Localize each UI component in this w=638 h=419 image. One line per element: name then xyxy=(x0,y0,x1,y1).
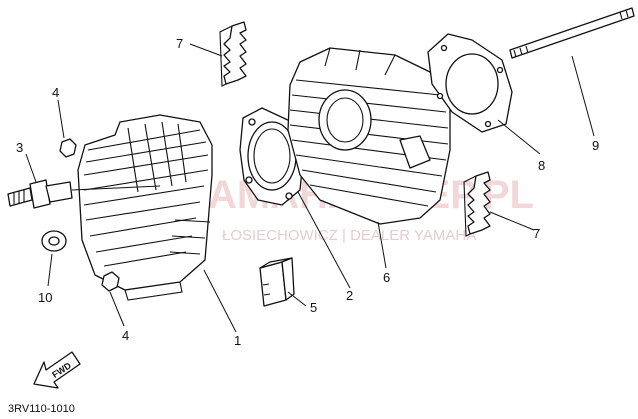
callout-6: 6 xyxy=(383,270,390,285)
callout-9: 9 xyxy=(592,138,599,153)
callout-5: 5 xyxy=(310,300,317,315)
cylinder-head xyxy=(77,114,213,301)
base-gasket xyxy=(427,33,513,133)
rubber-damper xyxy=(259,257,295,307)
watermark-sub: ŁOSIECHOWICZ | DEALER YAMAHA xyxy=(222,227,476,244)
callout-8: 8 xyxy=(538,158,545,173)
part-7-top xyxy=(219,21,247,87)
cylinder xyxy=(287,47,451,225)
leader-lines xyxy=(25,43,595,333)
callout-3: 3 xyxy=(16,140,23,155)
callout-4-bottom: 4 xyxy=(122,328,129,343)
diagram-code: 3RV110-1010 xyxy=(8,403,75,415)
callout-10: 10 xyxy=(38,290,52,305)
spark-plug xyxy=(7,179,161,209)
callout-7-right: 7 xyxy=(533,226,540,241)
stud-bolt xyxy=(509,7,635,59)
nut-top xyxy=(59,138,77,158)
forward-arrow: FWD xyxy=(33,351,81,389)
callout-labels: 7 4 3 10 4 1 5 2 6 8 9 7 xyxy=(16,36,599,348)
callout-4-top: 4 xyxy=(52,85,59,100)
part-7-right xyxy=(463,171,491,237)
washer xyxy=(41,230,67,252)
callout-1: 1 xyxy=(234,333,241,348)
nut-bottom xyxy=(101,271,120,292)
callout-7-top: 7 xyxy=(176,36,183,51)
callout-2: 2 xyxy=(346,288,353,303)
